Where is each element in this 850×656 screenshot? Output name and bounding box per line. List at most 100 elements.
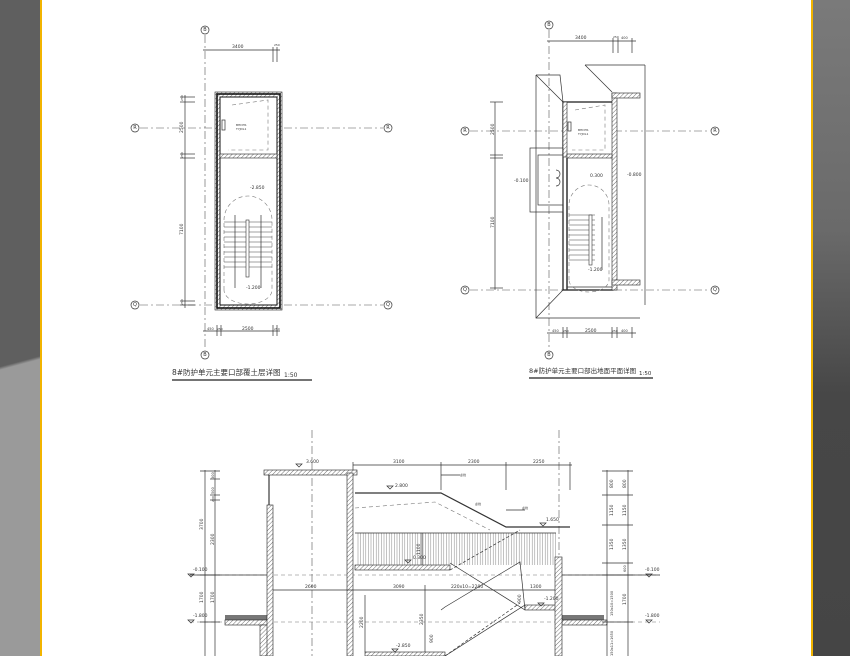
svg-text:800: 800: [622, 479, 628, 488]
room-note: TYJDL1: [235, 127, 247, 131]
svg-text:1100: 1100: [416, 543, 422, 555]
elevation-markers: [187, 463, 653, 653]
svg-text:250: 250: [180, 299, 184, 305]
axis-label: R: [386, 125, 390, 131]
svg-text:400: 400: [621, 329, 628, 333]
svg-text:500: 500: [211, 487, 215, 494]
elevation-label: 1.650: [546, 517, 559, 523]
svg-text:450: 450: [552, 329, 559, 333]
elevation-label: -0.100: [514, 178, 529, 184]
svg-text:150x10=1500: 150x10=1500: [610, 591, 614, 616]
dimension-label: 2250: [533, 459, 545, 465]
svg-text:250: 250: [180, 95, 184, 101]
plan-covered-soil-layer: B B R R Q Q 3400 250 BHDH1 TYJDL1: [130, 25, 393, 381]
elevation-label: -0.100: [193, 567, 208, 573]
svg-text:2200: 2200: [359, 616, 365, 628]
svg-text:600: 600: [623, 565, 627, 572]
axis-label: B: [547, 352, 551, 358]
dimension-label: 3100: [393, 459, 405, 465]
svg-text:800: 800: [609, 479, 615, 488]
elevation-label: 2.800: [395, 483, 408, 489]
elevation-label: -2.850: [250, 185, 265, 191]
elevation-label: 0.300: [413, 555, 426, 561]
svg-text:虚线: 虚线: [522, 505, 528, 510]
svg-text:1700: 1700: [622, 593, 628, 605]
svg-text:2350: 2350: [419, 613, 425, 625]
svg-text:300: 300: [211, 472, 215, 479]
svg-text:250: 250: [612, 329, 618, 333]
dimension-label: 1700: [210, 591, 216, 603]
dimension-label: 2600: [305, 584, 317, 590]
axis-label: Q: [133, 302, 137, 308]
plan1-scale: 1:50: [284, 372, 298, 379]
right-decor-panel: [813, 0, 850, 656]
svg-text:虚线: 虚线: [475, 501, 481, 506]
svg-text:TYJDL1: TYJDL1: [577, 132, 589, 136]
svg-text:250: 250: [274, 327, 280, 331]
svg-text:250: 250: [613, 35, 619, 39]
svg-text:250: 250: [563, 329, 569, 333]
dimension-label: 2500: [179, 121, 185, 133]
axis-label: B: [547, 22, 551, 28]
dimension-label: 3700: [199, 518, 205, 530]
elevation-label: 3.600: [306, 459, 319, 465]
dimension-label: 3400: [575, 35, 587, 41]
elevation-label: 0.300: [590, 173, 603, 179]
elevation-label: -0.100: [645, 567, 660, 573]
axis-label: B: [203, 352, 207, 358]
svg-text:1350: 1350: [609, 538, 615, 550]
svg-text:900: 900: [429, 634, 435, 643]
svg-text:250: 250: [180, 152, 184, 158]
plan2-scale: 1:50: [639, 371, 652, 377]
svg-text:900: 900: [517, 594, 523, 603]
svg-text:400: 400: [621, 36, 628, 40]
dimension-label: 7100: [179, 223, 185, 235]
dimension-label: 1300: [530, 584, 542, 590]
right-accent-rule: [811, 0, 813, 656]
axis-b-top-marker: [200, 25, 210, 35]
svg-text:1150: 1150: [609, 504, 615, 516]
elevation-label: -1.800: [645, 613, 660, 619]
elevation-label: -0.800: [627, 172, 642, 178]
dimension-label: 2300: [468, 459, 480, 465]
axis-label: B: [203, 27, 207, 33]
svg-text:虚线: 虚线: [460, 472, 466, 477]
dimension-label: 3090: [393, 584, 405, 590]
axis-label: Q: [463, 287, 467, 293]
left-accent-rule: [40, 0, 42, 656]
section-view: (function(){const g=document.currentScri…: [187, 430, 660, 656]
svg-text:250: 250: [217, 327, 223, 331]
plan1-title: 8#防护单元主要口部覆土层详图: [172, 367, 281, 377]
axis-label: R: [133, 125, 137, 131]
dimension-label: 2500: [242, 326, 254, 332]
svg-text:BHDH1: BHDH1: [578, 128, 589, 132]
elevation-label: -1.800: [193, 613, 208, 619]
svg-text:1350: 1350: [622, 538, 628, 550]
dimension-label: 250: [274, 43, 280, 47]
plan2-title: 8#防护单元主要口部出地面平面详图: [529, 366, 636, 375]
dimension-label: 220x10=2200: [451, 584, 483, 590]
axis-label: Q: [713, 287, 717, 293]
dimension-label: 7100: [490, 216, 496, 228]
axis-label: Q: [386, 302, 390, 308]
svg-text:1150: 1150: [622, 504, 628, 516]
axis-b-bottom-marker: [200, 350, 210, 360]
dimension-label: 2500: [585, 328, 597, 334]
elevation-label: -1.200: [588, 267, 603, 273]
axis-label: R: [713, 128, 717, 134]
railing: (function(){const g=document.currentScri…: [357, 533, 556, 565]
plan-exit-ground-level: B B R R Q Q 3400 250 400 BHDH1 TYJDL1: [460, 20, 720, 379]
svg-text:450: 450: [207, 327, 214, 331]
room-note: BHDH1: [236, 123, 247, 127]
svg-text:150x11=1650: 150x11=1650: [610, 631, 614, 656]
dimension-label: 3400: [232, 44, 244, 50]
svg-text:200: 200: [211, 496, 215, 502]
dimension-label: 2300: [210, 533, 216, 545]
dimension-label: 2500: [490, 123, 496, 135]
elevation-label: -2.850: [396, 643, 411, 649]
left-decor-panel: [0, 0, 40, 656]
elevation-label: -1.200: [544, 596, 559, 602]
elevation-label: -1.200: [246, 285, 261, 291]
dimension-label: 1700: [199, 591, 205, 603]
